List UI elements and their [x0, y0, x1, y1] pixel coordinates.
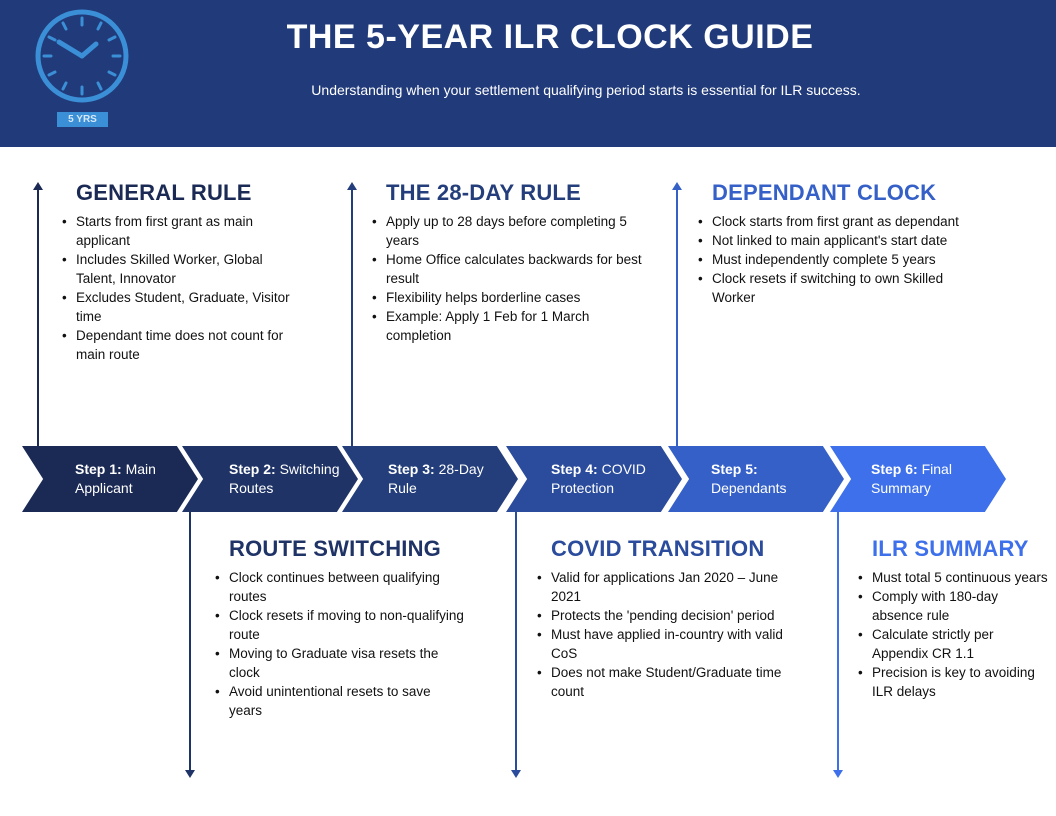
- connector-arrow-down: [833, 512, 843, 778]
- card-title: COVID TRANSITION: [551, 536, 765, 561]
- list-item: Clock resets if moving to non-qualifying…: [215, 606, 465, 644]
- list-item: Protects the 'pending decision' period: [537, 606, 807, 625]
- step-label: Switching Routes: [229, 461, 340, 496]
- card-general-rule: GENERAL RULE Starts from first grant as …: [62, 180, 292, 364]
- step-4-chevron: Step 4: COVID Protection: [506, 446, 682, 512]
- step-number: Step 4:: [551, 461, 598, 477]
- card-title: THE 28-DAY RULE: [386, 180, 581, 205]
- list-item: Precision is key to avoiding ILR delays: [858, 663, 1048, 701]
- list-item: Must have applied in-country with valid …: [537, 625, 807, 663]
- card-ilr-summary: ILR SUMMARY Must total 5 continuous year…: [858, 536, 1048, 701]
- list-item: Dependant time does not count for main r…: [62, 326, 292, 364]
- card-title: GENERAL RULE: [76, 180, 252, 205]
- list-item: Flexibility helps borderline cases: [372, 288, 642, 307]
- list-item: Starts from first grant as main applican…: [62, 212, 292, 250]
- list-item: Comply with 180-day absence rule: [858, 587, 1048, 625]
- list-item: Does not make Student/Graduate time coun…: [537, 663, 807, 701]
- list-item: Example: Apply 1 Feb for 1 March complet…: [372, 307, 642, 345]
- list-item: Apply up to 28 days before completing 5 …: [372, 212, 642, 250]
- connector-arrow-down: [185, 512, 195, 778]
- connector-arrow-up: [33, 182, 43, 446]
- step-number: Step 1:: [75, 461, 122, 477]
- step-label: Main Applicant: [75, 461, 156, 496]
- clock-icon: [35, 9, 129, 103]
- step-number: Step 5:: [711, 461, 758, 477]
- card-title: ILR SUMMARY: [872, 536, 1029, 561]
- step-6-chevron: Step 6: Final Summary: [830, 446, 1006, 512]
- step-number: Step 6:: [871, 461, 918, 477]
- step-number: Step 2:: [229, 461, 276, 477]
- list-item: Avoid unintentional resets to save years: [215, 682, 465, 720]
- step-label: 28-Day Rule: [388, 461, 484, 496]
- list-item: Home Office calculates backwards for bes…: [372, 250, 642, 288]
- list-item: Must total 5 continuous years: [858, 568, 1048, 587]
- five-years-badge: 5 YRS: [57, 112, 108, 127]
- connector-arrow-down: [511, 512, 521, 778]
- header-banner: 5 YRS THE 5-YEAR ILR CLOCK GUIDE Underst…: [0, 0, 1056, 147]
- step-label: COVID Protection: [551, 461, 646, 496]
- card-28-day-rule: THE 28-DAY RULE Apply up to 28 days befo…: [372, 180, 642, 345]
- connector-arrow-up: [347, 182, 357, 446]
- card-covid-transition: COVID TRANSITION Valid for applications …: [537, 536, 807, 701]
- list-item: Valid for applications Jan 2020 – June 2…: [537, 568, 807, 606]
- list-item: Must independently complete 5 years: [698, 250, 988, 269]
- card-dependant-clock: DEPENDANT CLOCK Clock starts from first …: [698, 180, 988, 307]
- list-item: Calculate strictly per Appendix CR 1.1: [858, 625, 1048, 663]
- list-item: Moving to Graduate visa resets the clock: [215, 644, 465, 682]
- list-item: Clock continues between qualifying route…: [215, 568, 465, 606]
- card-route-switching: ROUTE SWITCHING Clock continues between …: [215, 536, 465, 720]
- list-item: Excludes Student, Graduate, Visitor time: [62, 288, 292, 326]
- card-title: DEPENDANT CLOCK: [712, 180, 937, 205]
- card-title: ROUTE SWITCHING: [229, 536, 441, 561]
- page-title: THE 5-YEAR ILR CLOCK GUIDE: [286, 18, 814, 56]
- list-item: Includes Skilled Worker, Global Talent, …: [62, 250, 292, 288]
- list-item: Clock starts from first grant as dependa…: [698, 212, 988, 231]
- step-label: Final Summary: [871, 461, 952, 496]
- step-label: Dependants: [711, 480, 787, 496]
- step-3-chevron: Step 3: 28-Day Rule: [342, 446, 518, 512]
- step-2-chevron: Step 2: Switching Routes: [182, 446, 358, 512]
- page-subtitle: Understanding when your settlement quali…: [311, 82, 861, 98]
- connector-arrow-up: [672, 182, 682, 446]
- list-item: Clock resets if switching to own Skilled…: [698, 269, 988, 307]
- step-number: Step 3:: [388, 461, 435, 477]
- list-item: Not linked to main applicant's start dat…: [698, 231, 988, 250]
- step-1-chevron: Step 1: Main Applicant: [22, 446, 198, 512]
- step-5-chevron: Step 5: Dependants: [668, 446, 844, 512]
